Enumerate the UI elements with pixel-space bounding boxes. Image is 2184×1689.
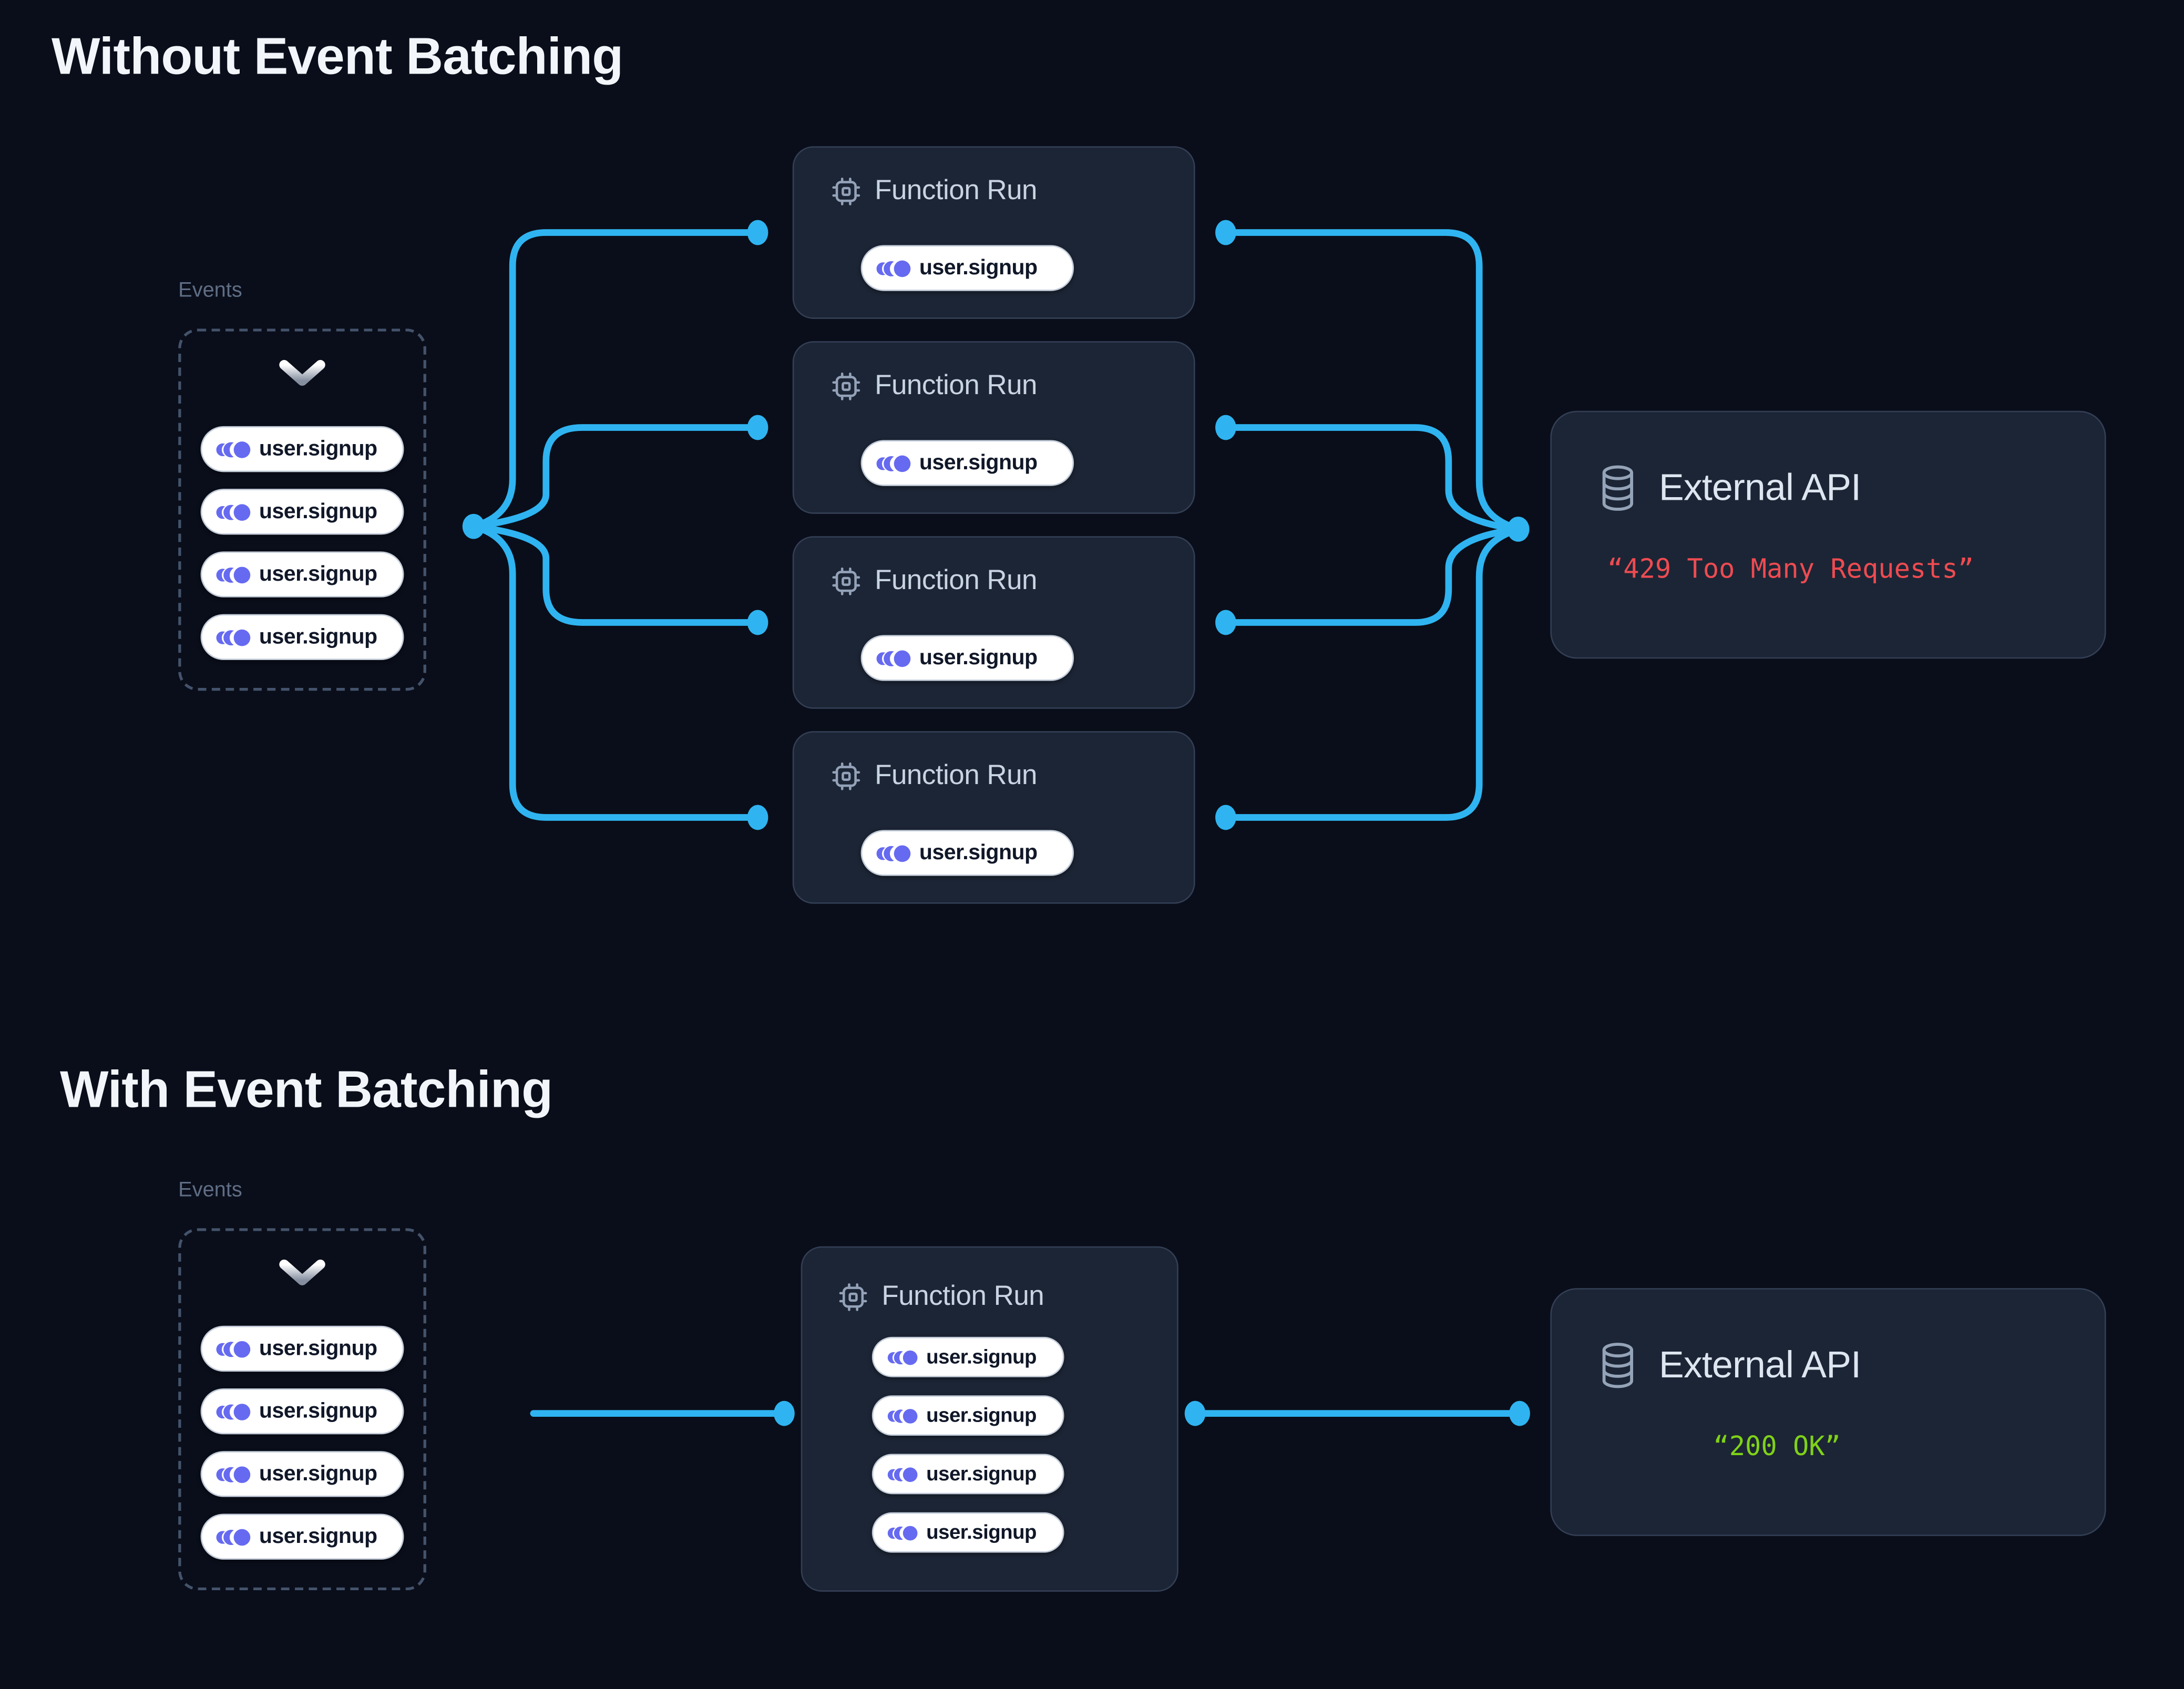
event-icon: [876, 845, 911, 861]
external-api-label: External API: [1659, 466, 1861, 509]
function-run-label: Function Run: [875, 565, 1038, 596]
event-pill: user.signup: [200, 426, 404, 472]
event-icon: [216, 1403, 251, 1420]
function-run-card: Function Run user.signup: [792, 536, 1195, 709]
event-pill: user.signup: [200, 551, 404, 598]
event-pill: user.signup: [200, 1325, 404, 1372]
function-run-label: Function Run: [875, 760, 1038, 791]
event-pill-label: user.signup: [919, 645, 1038, 670]
event-pill-label: user.signup: [259, 499, 377, 523]
event-pill: user.signup: [860, 440, 1074, 486]
events-queue-box: user.signup user.signup user.signup: [178, 328, 426, 691]
external-api-card: External API “429 Too Many Requests”: [1550, 410, 2106, 659]
event-pill-label: user.signup: [259, 1336, 377, 1360]
events-queue-box: user.signup user.signup user.signup: [178, 1228, 426, 1591]
external-api-card: External API “200 OK”: [1550, 1288, 2106, 1536]
function-run-card-batched: Function Run user.signup user.signup: [801, 1246, 1178, 1592]
event-pill: user.signup: [200, 1388, 404, 1435]
event-pill-label: user.signup: [926, 1404, 1037, 1427]
fanout-connectors: [470, 229, 761, 821]
event-icon: [887, 1350, 918, 1365]
event-pill: user.signup: [860, 830, 1074, 876]
function-run-title: Function Run: [830, 370, 1038, 403]
cpu-icon: [832, 567, 860, 595]
event-pill-label: user.signup: [259, 562, 377, 586]
batched-pill-stack: user.signup user.signup user.signup: [871, 1336, 1064, 1553]
event-pill: user.signup: [871, 1336, 1064, 1377]
event-pill: user.signup: [200, 489, 404, 535]
event-pill: user.signup: [860, 635, 1074, 681]
event-pill: user.signup: [871, 1512, 1064, 1553]
events-label: Events: [178, 278, 242, 303]
event-pill-label: user.signup: [259, 436, 377, 460]
chevron-down-icon: [279, 1259, 325, 1285]
event-icon: [876, 260, 911, 276]
event-pill-label: user.signup: [259, 1461, 377, 1486]
section-title-without-batching: Without Event Batching: [52, 27, 623, 85]
event-pill: user.signup: [200, 1451, 404, 1497]
function-run-label: Function Run: [881, 1281, 1044, 1312]
chevron-down-icon: [279, 359, 325, 386]
events-source-group: Events user.signup: [178, 1178, 426, 1591]
event-pill: user.signup: [871, 1454, 1064, 1495]
event-pill-label: user.signup: [919, 450, 1038, 475]
event-pill: user.signup: [200, 614, 404, 661]
event-icon: [887, 1525, 918, 1540]
event-pill-label: user.signup: [919, 255, 1038, 280]
event-icon: [216, 629, 251, 646]
cpu-icon: [832, 177, 860, 205]
events-source-group: Events user.signup: [178, 279, 426, 691]
event-icon: [887, 1408, 918, 1423]
event-pill: user.signup: [871, 1395, 1064, 1436]
function-run-label: Function Run: [875, 370, 1038, 401]
event-pill-label: user.signup: [259, 624, 377, 648]
event-pill-label: user.signup: [926, 1346, 1037, 1368]
event-icon: [216, 1528, 251, 1545]
api-response-success: “200 OK”: [1713, 1431, 1841, 1463]
external-api-title: External API: [1599, 465, 1861, 511]
function-run-title: Function Run: [830, 175, 1038, 208]
event-pill: user.signup: [860, 245, 1074, 291]
function-run-card: Function Run user.signup: [792, 731, 1195, 904]
function-run-title: Function Run: [830, 760, 1038, 792]
event-icon: [216, 503, 251, 520]
event-icon: [216, 1466, 251, 1482]
event-icon: [887, 1467, 918, 1481]
event-icon: [876, 650, 911, 666]
events-label: Events: [178, 1178, 242, 1202]
database-icon: [1602, 1343, 1634, 1388]
api-response-error: “429 Too Many Requests”: [1607, 554, 1974, 585]
connector-dots: [462, 220, 1530, 1426]
cpu-icon: [839, 1283, 867, 1311]
event-icon: [216, 1340, 251, 1357]
event-pill-label: user.signup: [919, 840, 1038, 864]
event-pill-label: user.signup: [926, 1463, 1037, 1486]
event-icon: [876, 455, 911, 471]
database-icon: [1602, 465, 1634, 511]
cpu-icon: [832, 762, 860, 790]
function-run-title: Function Run: [837, 1281, 1044, 1313]
fanin-connectors: [1222, 229, 1522, 821]
event-pill-label: user.signup: [259, 1524, 377, 1548]
external-api-title: External API: [1599, 1343, 1861, 1388]
function-run-title: Function Run: [830, 565, 1038, 598]
function-run-card: Function Run user.signup: [792, 341, 1195, 514]
event-pill-label: user.signup: [259, 1398, 377, 1423]
event-icon: [216, 440, 251, 458]
event-pill-label: user.signup: [926, 1521, 1037, 1544]
section-title-with-batching: With Event Batching: [59, 1061, 553, 1118]
cpu-icon: [832, 372, 860, 400]
event-pill: user.signup: [200, 1513, 404, 1560]
external-api-label: External API: [1659, 1344, 1861, 1386]
function-run-card: Function Run user.signup: [792, 146, 1195, 319]
function-run-label: Function Run: [875, 175, 1038, 207]
event-icon: [216, 566, 251, 583]
